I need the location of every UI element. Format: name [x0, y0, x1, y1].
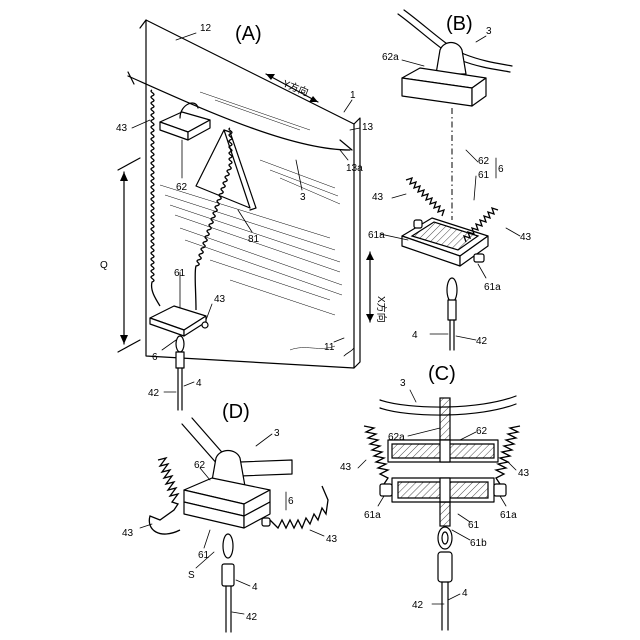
label-c-61a-left: 61a: [364, 510, 381, 521]
label-a-3: 3: [300, 192, 306, 203]
label-c-61b: 61b: [470, 538, 487, 549]
c-cord-assembly: [438, 502, 452, 630]
q-dimension: [118, 158, 140, 352]
panel-c-title: (C): [428, 363, 456, 385]
label-a-43-top: 43: [116, 123, 128, 134]
label-d-43-right: 43: [326, 534, 338, 545]
panel-b: (B): [368, 10, 532, 350]
label-c-4: 4: [462, 588, 468, 599]
label-d-4: 4: [252, 582, 258, 593]
label-a-61: 61: [174, 268, 186, 279]
label-c-3: 3: [400, 378, 406, 389]
c-hook-62a: [440, 398, 450, 440]
label-d-6: 6: [288, 496, 294, 507]
panel-d-title: (D): [222, 401, 250, 423]
panel-a: (A): [100, 20, 388, 410]
panel-a-title: (A): [235, 23, 262, 45]
label-b-61a-left: 61a: [368, 230, 385, 241]
label-b-4: 4: [412, 330, 418, 341]
label-a-43-mid: 43: [214, 294, 226, 305]
label-b-42: 42: [476, 336, 488, 347]
x-direction-arrow: [366, 252, 374, 322]
label-c-43-left: 43: [340, 462, 352, 473]
label-b-3: 3: [486, 26, 492, 37]
label-d-3: 3: [274, 428, 280, 439]
label-b-61a-right: 61a: [484, 282, 501, 293]
c-attachment-62: [388, 440, 498, 462]
panel-c: (C): [340, 363, 530, 630]
label-b-61: 61: [478, 170, 490, 181]
label-d-61: 61: [198, 550, 210, 561]
label-a-x-direction: X方向: [375, 296, 388, 323]
label-a-6: 6: [152, 352, 158, 363]
label-a-12: 12: [200, 23, 212, 34]
label-c-42: 42: [412, 600, 424, 611]
label-c-61: 61: [468, 520, 480, 531]
panel-b-title: (B): [446, 13, 473, 35]
label-a-11: 11: [324, 342, 335, 353]
label-b-62a: 62a: [382, 52, 399, 63]
b-attachment-61: [402, 218, 488, 266]
label-b-43-right: 43: [520, 232, 532, 243]
c-attachment-61: [380, 478, 506, 502]
label-b-6: 6: [498, 164, 504, 175]
label-a-42: 42: [148, 388, 160, 399]
label-a-62: 62: [176, 182, 188, 193]
c-spring-43-left: [364, 426, 388, 484]
label-c-62a: 62a: [388, 432, 405, 443]
b-cord-assembly: [447, 278, 457, 350]
label-b-43-left: 43: [372, 192, 384, 203]
label-b-62: 62: [478, 156, 490, 167]
b-spring-43-left: [406, 178, 444, 216]
c-spring-43-right: [496, 426, 520, 484]
label-c-61a-right: 61a: [500, 510, 517, 521]
label-a-q: Q: [100, 260, 108, 271]
label-d-s: S: [188, 570, 195, 581]
label-a-1: 1: [350, 90, 356, 101]
label-a-4: 4: [196, 378, 202, 389]
d-spring-43-right: [270, 486, 328, 528]
label-d-62: 62: [194, 460, 206, 471]
label-d-42: 42: [246, 612, 258, 623]
label-d-43-left: 43: [122, 528, 134, 539]
label-a-13a: 13a: [346, 163, 363, 174]
label-c-62: 62: [476, 426, 488, 437]
label-c-43-right: 43: [518, 468, 530, 479]
d-attachment-6: [184, 478, 270, 528]
b-attachment-62: [402, 68, 486, 106]
d-cord-assembly: [222, 534, 234, 632]
label-a-81: 81: [248, 234, 260, 245]
d-spring-43-left: [149, 458, 180, 534]
panel-d: (D): [122, 401, 338, 632]
label-a-13: 13: [362, 122, 374, 133]
